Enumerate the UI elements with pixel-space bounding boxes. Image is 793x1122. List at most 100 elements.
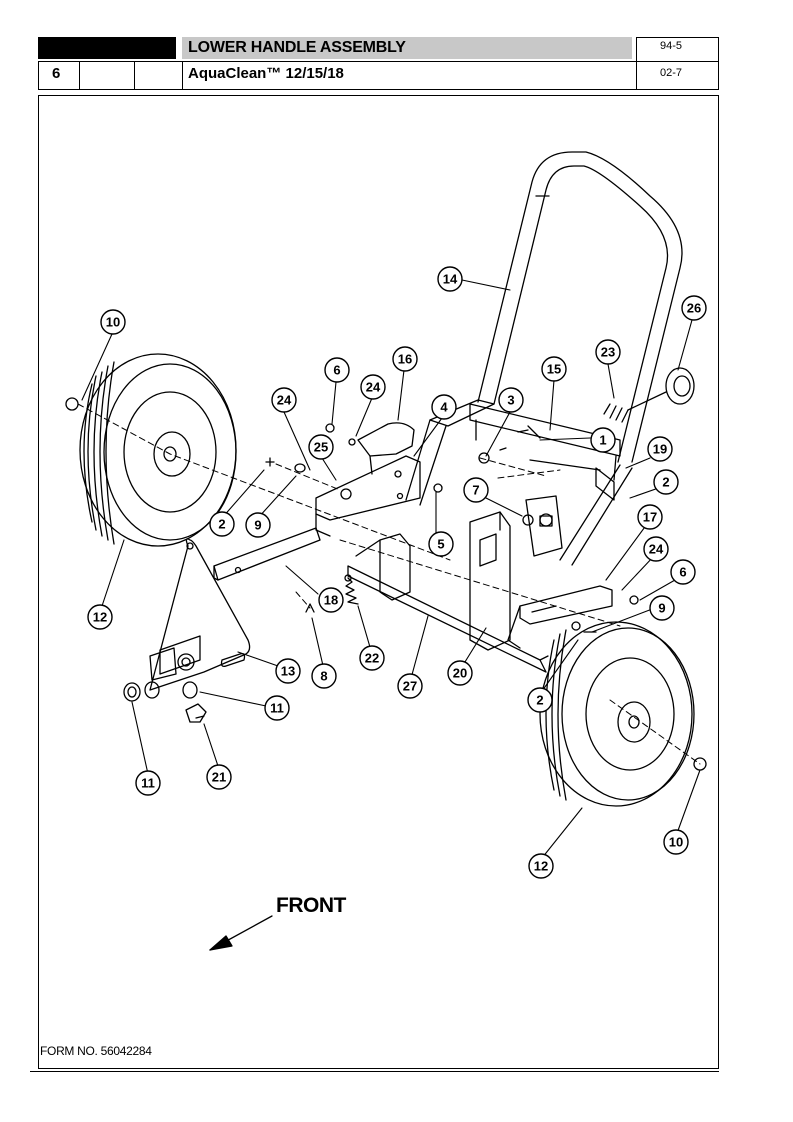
front-arrow bbox=[209, 915, 273, 951]
bracket-16 bbox=[357, 422, 415, 475]
svg-text:3: 3 bbox=[507, 393, 514, 408]
callout-4: 4 bbox=[431, 394, 457, 420]
svg-text:22: 22 bbox=[365, 651, 379, 666]
callout-23: 23 bbox=[595, 339, 621, 365]
page-subtitle: AquaClean™ 12/15/18 bbox=[188, 65, 344, 82]
svg-text:21: 21 bbox=[212, 770, 226, 785]
svg-text:18: 18 bbox=[324, 593, 338, 608]
callout-16: 16 bbox=[392, 346, 418, 372]
svg-text:11: 11 bbox=[141, 776, 155, 791]
header: LOWER HANDLE ASSEMBLY 6 AquaClean™ 12/15… bbox=[38, 37, 719, 90]
svg-text:25: 25 bbox=[314, 440, 328, 455]
form-number: FORM NO. 56042284 bbox=[40, 1044, 152, 1058]
callout-7: 7 bbox=[463, 477, 489, 503]
svg-text:16: 16 bbox=[398, 352, 412, 367]
subtitle-cell bbox=[182, 61, 637, 90]
svg-text:4: 4 bbox=[440, 400, 448, 415]
callout-group: 14 26 10 23 6 24 16 15 24 4 3 1 19 25 7 … bbox=[87, 266, 707, 879]
callout-12: 12 bbox=[528, 853, 554, 879]
callout-2: 2 bbox=[653, 469, 679, 495]
callout-11: 11 bbox=[264, 695, 290, 721]
callout-6: 6 bbox=[324, 357, 350, 383]
callout-12: 12 bbox=[87, 604, 113, 630]
bracket-19 bbox=[525, 495, 563, 557]
callout-3: 3 bbox=[498, 387, 524, 413]
section-number: 6 bbox=[52, 65, 61, 82]
callout-14: 14 bbox=[437, 266, 463, 292]
page-code-bottom: 02-7 bbox=[660, 67, 683, 79]
title-bar bbox=[182, 37, 632, 59]
svg-text:1: 1 bbox=[599, 433, 606, 448]
callout-22: 22 bbox=[359, 645, 385, 671]
svg-text:24: 24 bbox=[277, 393, 292, 408]
svg-text:23: 23 bbox=[601, 345, 615, 360]
callout-2: 2 bbox=[527, 687, 553, 713]
svg-text:6: 6 bbox=[333, 363, 340, 378]
callout-1: 1 bbox=[590, 427, 616, 453]
fitting-26 bbox=[603, 367, 695, 423]
callout-26: 26 bbox=[681, 295, 707, 321]
page-frame bbox=[38, 95, 719, 1069]
svg-text:24: 24 bbox=[366, 380, 381, 395]
callout-13: 13 bbox=[275, 658, 301, 684]
bottom-rule bbox=[30, 1071, 719, 1072]
header-black-bar bbox=[38, 37, 176, 59]
callout-5: 5 bbox=[428, 531, 454, 557]
callout-10: 10 bbox=[663, 829, 689, 855]
left-plate-13 bbox=[149, 538, 251, 691]
svg-text:24: 24 bbox=[649, 542, 664, 557]
callout-6: 6 bbox=[670, 559, 696, 585]
svg-text:12: 12 bbox=[534, 859, 548, 874]
assembly-lines bbox=[77, 403, 701, 765]
handle-frame bbox=[405, 151, 683, 566]
callout-17: 17 bbox=[637, 504, 663, 530]
callout-8: 8 bbox=[311, 663, 337, 689]
front-direction-label: FRONT bbox=[276, 894, 346, 917]
bar-18 bbox=[213, 527, 321, 581]
callout-18: 18 bbox=[318, 587, 344, 613]
callout-24: 24 bbox=[643, 536, 669, 562]
right-bracket-17 bbox=[507, 585, 613, 649]
pedal-bracket bbox=[355, 533, 411, 601]
callout-27: 27 bbox=[397, 673, 423, 699]
hardware bbox=[65, 397, 707, 771]
svg-text:19: 19 bbox=[653, 442, 667, 457]
svg-text:5: 5 bbox=[437, 537, 444, 552]
svg-text:2: 2 bbox=[662, 475, 669, 490]
callout-21: 21 bbox=[206, 764, 232, 790]
callout-24: 24 bbox=[271, 387, 297, 413]
svg-text:11: 11 bbox=[270, 701, 284, 716]
axle-27 bbox=[347, 565, 549, 673]
callout-2: 2 bbox=[209, 511, 235, 537]
svg-text:15: 15 bbox=[547, 362, 561, 377]
blank-cell-2 bbox=[134, 61, 183, 90]
svg-text:17: 17 bbox=[643, 510, 657, 525]
page-title: LOWER HANDLE ASSEMBLY bbox=[188, 39, 406, 56]
leader-lines bbox=[81, 279, 701, 859]
callout-11: 11 bbox=[135, 770, 161, 796]
svg-text:6: 6 bbox=[679, 565, 686, 580]
svg-text:9: 9 bbox=[658, 601, 665, 616]
callout-9: 9 bbox=[245, 512, 271, 538]
svg-text:10: 10 bbox=[106, 315, 120, 330]
code-bottom-cell bbox=[636, 61, 719, 90]
right-wheel bbox=[539, 621, 695, 807]
svg-text:20: 20 bbox=[453, 666, 467, 681]
svg-text:12: 12 bbox=[93, 610, 107, 625]
svg-text:9: 9 bbox=[254, 518, 261, 533]
bolt-21 bbox=[185, 703, 207, 723]
page-code-top: 94-5 bbox=[660, 40, 683, 52]
center-bracket-20 bbox=[469, 511, 511, 651]
callout-24: 24 bbox=[360, 374, 386, 400]
svg-text:26: 26 bbox=[687, 301, 701, 316]
svg-text:2: 2 bbox=[218, 517, 225, 532]
svg-text:7: 7 bbox=[472, 483, 479, 498]
callout-25: 25 bbox=[308, 434, 334, 460]
callout-10: 10 bbox=[100, 309, 126, 335]
svg-text:8: 8 bbox=[320, 669, 327, 684]
svg-text:27: 27 bbox=[403, 679, 417, 694]
callout-15: 15 bbox=[541, 356, 567, 382]
svg-text:2: 2 bbox=[536, 693, 543, 708]
left-wheel bbox=[79, 353, 237, 547]
